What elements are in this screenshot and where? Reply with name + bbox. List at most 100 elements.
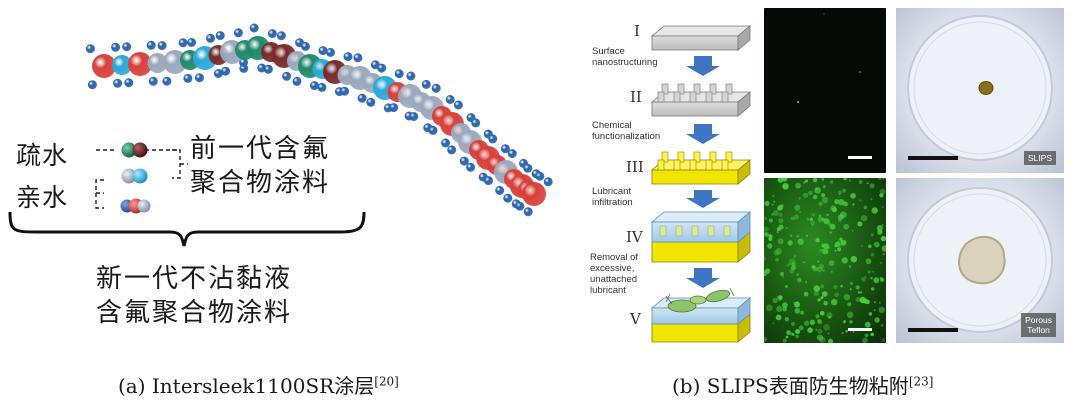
caption-b-text: (b) SLIPS表面防生物粘附 bbox=[672, 374, 909, 398]
step-1-substrate bbox=[650, 25, 752, 51]
chain-side-bead bbox=[122, 42, 132, 52]
scale-bar bbox=[848, 156, 872, 159]
chain-beads bbox=[85, 23, 553, 217]
chain-side-bead bbox=[353, 53, 363, 63]
chain-side-bead bbox=[310, 81, 319, 91]
caption-a-reference: [20] bbox=[374, 374, 399, 389]
chain-side-bead bbox=[340, 86, 350, 96]
scale-bar bbox=[848, 328, 872, 331]
micrograph-control-fluorescence bbox=[764, 178, 886, 343]
chain-side-bead bbox=[394, 69, 404, 79]
caption-a-text: (a) Intersleek1100SR涂层 bbox=[118, 374, 375, 398]
legend-bead-pairs bbox=[120, 142, 151, 214]
step-5-slips-with-organisms bbox=[650, 287, 752, 343]
chain-side-bead bbox=[471, 118, 481, 128]
chain-side-bead bbox=[357, 93, 367, 103]
previous-generation-line-1: 前一代含氟 bbox=[190, 134, 331, 164]
chain-side-bead bbox=[428, 125, 438, 135]
chain-side-bead bbox=[301, 41, 310, 51]
step-4-lubricant-infiltrated bbox=[650, 211, 752, 263]
tag-slips: SLIPS bbox=[1023, 151, 1056, 165]
chain-side-bead bbox=[377, 63, 387, 73]
chain-side-bead bbox=[267, 29, 277, 39]
chain-side-bead bbox=[389, 103, 399, 113]
chain-side-bead bbox=[157, 41, 167, 51]
chain-side-bead bbox=[515, 201, 525, 211]
chain-side-bead bbox=[239, 57, 249, 67]
chain-side-bead bbox=[111, 42, 121, 52]
chain-side-bead bbox=[87, 80, 97, 90]
chain-side-bead bbox=[535, 171, 545, 181]
chain-side-bead bbox=[500, 144, 510, 154]
chain-side-bead bbox=[421, 79, 431, 89]
previous-generation-label: 前一代含氟 聚合物涂料 bbox=[190, 132, 330, 200]
new-generation-label: 新一代不沾黏液 含氟聚合物涂料 bbox=[96, 262, 292, 330]
step-2-numeral: II bbox=[630, 88, 642, 106]
chain-side-bead bbox=[523, 163, 533, 173]
previous-generation-line-2: 聚合物涂料 bbox=[190, 168, 331, 198]
chain-side-bead bbox=[146, 40, 156, 50]
chain-side-bead bbox=[507, 149, 517, 159]
chain-side-bead bbox=[459, 156, 469, 166]
chain-side-bead bbox=[195, 73, 204, 83]
tag-porous-teflon-line-2: Teflon bbox=[1027, 325, 1050, 335]
chain-side-bead bbox=[178, 38, 188, 48]
chain-side-bead bbox=[213, 69, 223, 78]
scale-bar bbox=[908, 156, 958, 160]
step-5-numeral: V bbox=[630, 310, 641, 328]
scale-bar bbox=[908, 328, 958, 332]
chain-side-bead bbox=[318, 46, 328, 56]
chain-backbone bbox=[92, 36, 546, 206]
chain-side-bead bbox=[317, 82, 327, 92]
step-1-numeral: I bbox=[634, 22, 640, 40]
new-generation-line-2: 含氟聚合物涂料 bbox=[96, 298, 293, 328]
chain-side-bead bbox=[206, 33, 215, 43]
droplet bbox=[978, 81, 994, 95]
chain-side-bead bbox=[366, 97, 376, 107]
chain-side-bead bbox=[445, 95, 455, 104]
chain-side-bead bbox=[113, 78, 123, 88]
chain-side-bead bbox=[221, 66, 231, 76]
chain-side-bead bbox=[282, 71, 292, 81]
chain-side-bead bbox=[263, 64, 273, 74]
caption-b: (b) SLIPS表面防生物粘附[23] bbox=[672, 370, 933, 399]
chain-side-bead bbox=[85, 44, 95, 54]
step-3-functionalized bbox=[650, 151, 752, 185]
chain-side-bead bbox=[488, 134, 498, 144]
fluoropolymer-chain-illustration bbox=[85, 23, 553, 217]
chain-side-bead bbox=[431, 83, 441, 93]
step-2-nanostructure bbox=[650, 83, 752, 117]
chain-side-bead bbox=[187, 38, 197, 47]
photo-porous-teflon-dish: Porous Teflon bbox=[896, 178, 1064, 343]
hydrophobic-label: 疏水 bbox=[16, 141, 69, 170]
chain-side-bead bbox=[215, 31, 225, 41]
chain-main-bead bbox=[92, 54, 116, 78]
chain-main-bead bbox=[522, 182, 546, 206]
chain-side-bead bbox=[406, 71, 416, 81]
legend-connectors bbox=[8, 149, 366, 247]
tag-porous-teflon-line-1: Porous bbox=[1025, 315, 1052, 325]
chain-side-bead bbox=[292, 76, 302, 86]
step-4-numeral: IV bbox=[626, 228, 643, 246]
chain-side-bead bbox=[441, 138, 451, 148]
chain-main-bead bbox=[147, 53, 168, 73]
chain-side-bead bbox=[466, 162, 476, 172]
chain-side-bead bbox=[523, 207, 533, 217]
chain-side-bead bbox=[343, 52, 353, 62]
chain-side-bead bbox=[543, 177, 553, 187]
chain-side-bead bbox=[453, 100, 463, 110]
chain-side-bead bbox=[276, 31, 286, 41]
chain-side-bead bbox=[183, 73, 193, 83]
chain-side-bead bbox=[249, 23, 259, 33]
chain-main-bead bbox=[112, 55, 132, 75]
chain-side-bead bbox=[233, 28, 243, 38]
chain-side-bead bbox=[495, 185, 505, 195]
caption-b-reference: [23] bbox=[908, 374, 934, 389]
micrograph-slips-fluorescence bbox=[764, 8, 886, 173]
